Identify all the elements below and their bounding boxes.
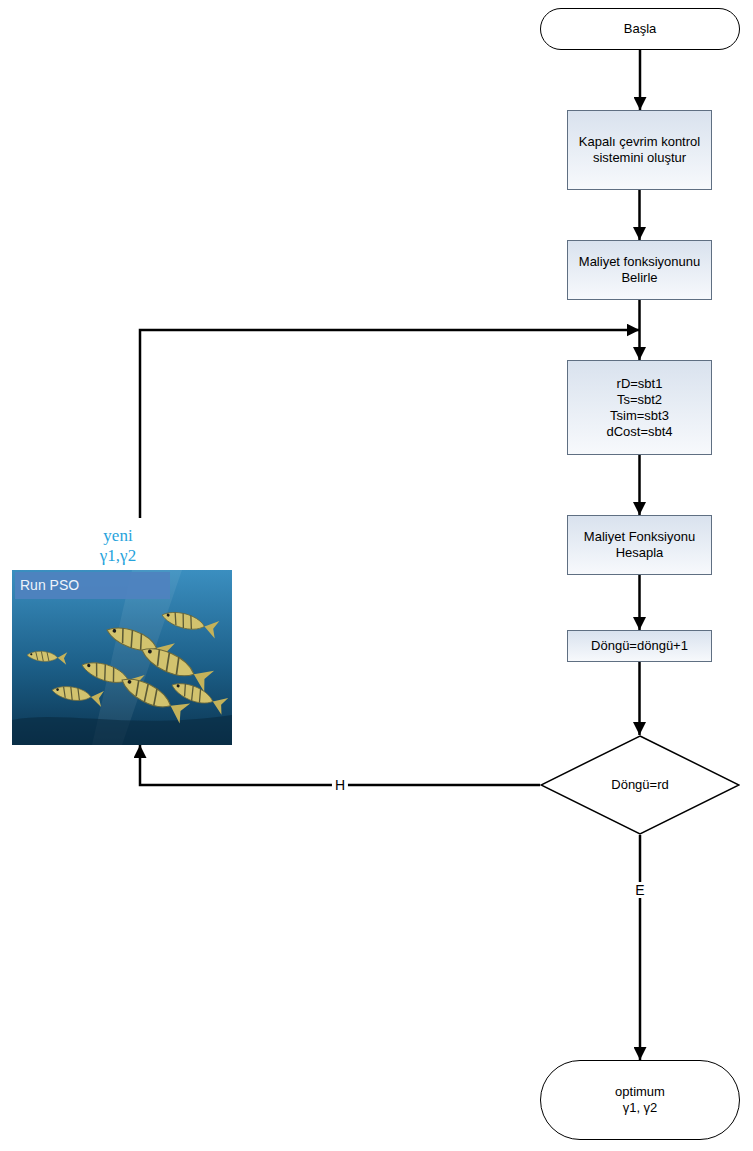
process-box: Maliyet Fonksiyonu Hesapla — [567, 515, 712, 575]
fish — [169, 677, 229, 715]
fish — [51, 682, 104, 707]
sea-floor — [12, 715, 232, 745]
fish — [160, 606, 220, 638]
output-label: yeni γ1,γ2 — [88, 522, 148, 570]
process-box: Kapalı çevrim kontrol sistemini oluştur — [567, 110, 712, 190]
node-text: Başla — [624, 21, 657, 37]
node-text: Ts=sbt2 — [617, 392, 662, 408]
pso-picture: yeni γ1,γ2Run PSO — [12, 518, 232, 745]
node-text: Maliyet fonksiyonunu Belirle — [576, 254, 703, 286]
branch-label: H — [332, 777, 348, 793]
branch-label: E — [632, 882, 647, 898]
process-box: Maliyet fonksiyonunu Belirle — [567, 240, 712, 300]
node-text: Döngü=döngü+1 — [591, 638, 688, 654]
process-box: Döngü=döngü+1 — [567, 630, 712, 662]
process-box: rD=sbt1Ts=sbt2Tsim=sbt3dCost=sbt4 — [567, 360, 712, 455]
node-text: rD=sbt1 — [617, 376, 663, 392]
node-text: Tsim=sbt3 — [610, 408, 669, 424]
sea-background — [12, 570, 232, 745]
node-text: dCost=sbt4 — [606, 424, 672, 440]
flow-arrow — [638, 662, 641, 735]
node-text: Maliyet Fonksiyonu Hesapla — [576, 529, 703, 561]
fish — [117, 670, 190, 723]
node-text: optimum γ1, γ2 — [605, 1084, 675, 1116]
node-text: Döngü=rd — [611, 777, 668, 793]
start-terminal: Başla — [540, 8, 740, 50]
decision-diamond: Döngü=rd — [540, 735, 740, 835]
flow-arrow — [140, 330, 640, 518]
flow-arrow — [639, 50, 642, 110]
flow-arrow — [638, 455, 641, 515]
flow-arrow — [639, 835, 642, 1060]
flow-arrow — [638, 190, 641, 240]
end-terminal: optimum γ1, γ2 — [540, 1060, 740, 1140]
pso-banner: Run PSO — [15, 572, 170, 599]
node-text: Kapalı çevrim kontrol sistemini oluştur — [576, 134, 703, 166]
fish — [26, 649, 67, 665]
flow-arrow — [638, 575, 641, 630]
diamond-shape — [541, 736, 739, 834]
